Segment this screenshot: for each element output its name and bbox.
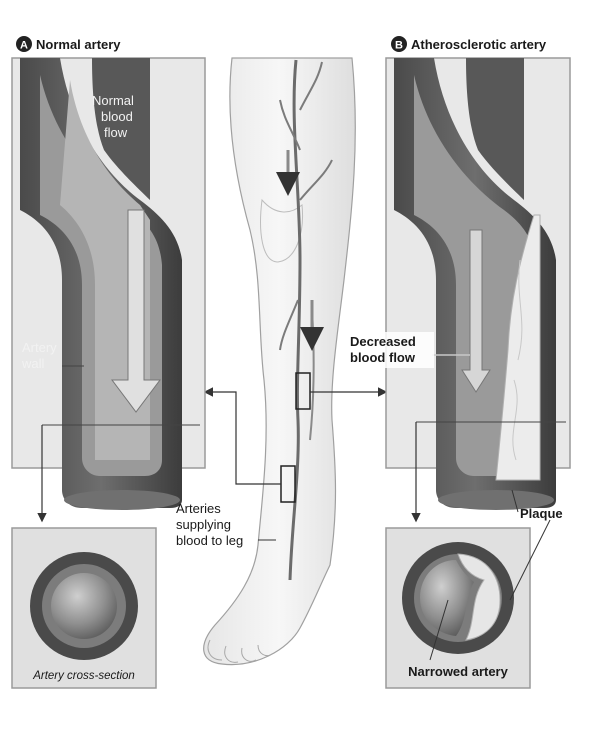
upper-artery-highlight — [295, 372, 311, 410]
badge-b — [391, 36, 407, 52]
plaque-buildup — [495, 214, 541, 481]
badge-a-letter: A — [20, 40, 28, 52]
normal-blood-flow-label: Normal blood flow — [92, 93, 138, 140]
atherosclerotic-artery-panel — [385, 57, 571, 523]
panel-b-title: Atherosclerotic artery — [411, 37, 547, 52]
normal-cross-section: Artery cross-section — [11, 527, 157, 689]
arteries-supplying-label: Arteries supplying blood to leg — [176, 501, 243, 548]
badge-b-letter: B — [395, 40, 403, 52]
connector-to-normal — [203, 387, 281, 485]
artery-wall-label: Artery wall — [21, 340, 60, 371]
plaque-label: Plaque — [520, 506, 563, 521]
panel-a-header: A Normal artery — [16, 36, 121, 52]
narrowed-cross-section: Narrowed artery — [385, 519, 551, 689]
decreased-blood-flow-label: Decreased blood flow — [350, 334, 419, 365]
leg-illustration — [203, 57, 388, 666]
normal-artery-panel — [11, 57, 206, 523]
badge-a — [16, 36, 32, 52]
panel-b-header: B Atherosclerotic artery — [391, 36, 547, 52]
panel-a-title: Normal artery — [36, 37, 121, 52]
narrowed-artery-label: Narrowed artery — [408, 664, 508, 679]
cross-section-caption: Artery cross-section — [32, 670, 135, 682]
